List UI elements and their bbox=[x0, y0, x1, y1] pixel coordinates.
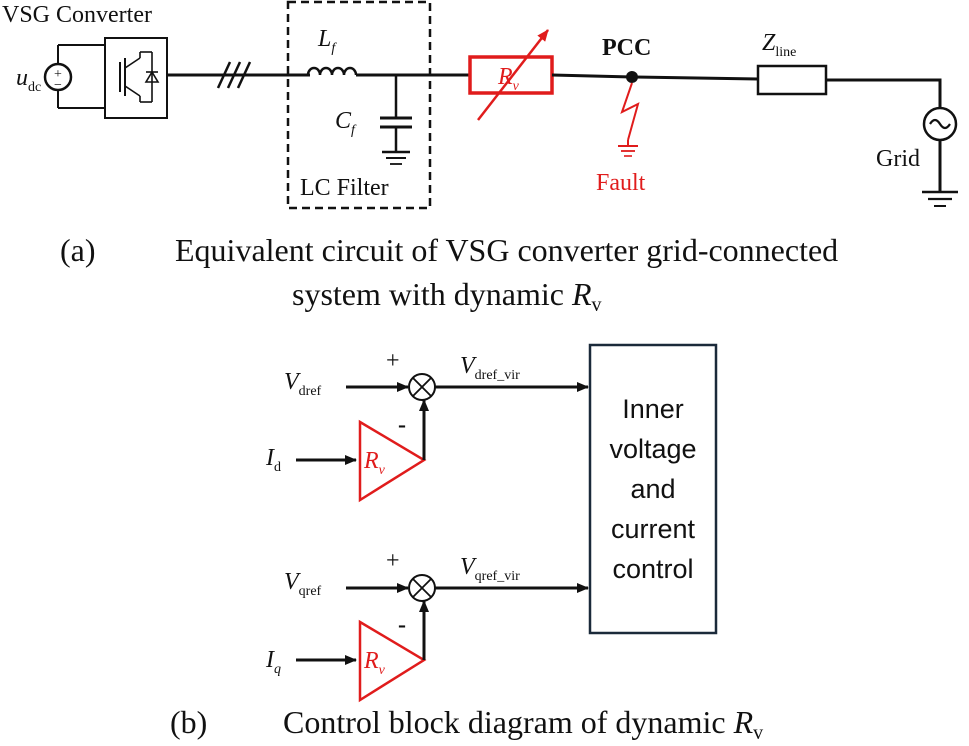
three-phase-marker bbox=[216, 61, 252, 89]
variable-arrow-icon bbox=[477, 29, 549, 121]
vdref-vir-label: Vdref_vir bbox=[460, 353, 520, 383]
dc-source: + − bbox=[43, 44, 105, 109]
d-gain-rv-triangle bbox=[358, 419, 427, 503]
zline-impedance bbox=[756, 64, 828, 96]
inner-line-5: control bbox=[612, 554, 693, 584]
vqref-label: Vqref bbox=[284, 569, 322, 599]
inner-line-4: current bbox=[611, 514, 696, 544]
vqref-vir-label: Vqref_vir bbox=[460, 554, 520, 584]
variable-resistor-rv: Rv bbox=[468, 29, 554, 121]
caption-a: (a) Equivalent circuit of VSG converter … bbox=[60, 232, 838, 316]
inner-line-3: and bbox=[630, 474, 675, 504]
zline-label: Zline bbox=[762, 30, 796, 60]
d-minus-sign: - bbox=[398, 412, 406, 438]
q-axis-path: Vqref + Vqref_vir - Iq Rv bbox=[265, 548, 589, 703]
caption-b-tag: (b) bbox=[170, 704, 207, 740]
iq-label: Iq bbox=[265, 647, 281, 677]
q-gain-rv-triangle bbox=[358, 619, 427, 703]
d-axis-path: Vdref + Vdref_vir - Id Rv bbox=[265, 348, 589, 503]
inner-control-text: Inner voltage and current control bbox=[609, 394, 696, 584]
bus-wire-5 bbox=[826, 78, 942, 108]
fault-symbol bbox=[618, 82, 640, 157]
ground-icon bbox=[922, 190, 958, 207]
d-plus-sign: + bbox=[386, 348, 400, 374]
fault-label: Fault bbox=[596, 170, 646, 196]
q-minus-sign: - bbox=[398, 612, 406, 638]
svg-text:−: − bbox=[54, 78, 62, 93]
q-gain-rv-label: Rv bbox=[363, 648, 386, 678]
pcc-label: PCC bbox=[602, 35, 651, 61]
inner-line-1: Inner bbox=[622, 394, 684, 424]
q-plus-sign: + bbox=[386, 548, 400, 574]
converter-box bbox=[104, 37, 168, 119]
capacitor-icon bbox=[380, 75, 412, 165]
inner-control-box bbox=[588, 343, 718, 635]
inner-line-2: voltage bbox=[609, 434, 696, 464]
id-label: Id bbox=[265, 445, 281, 475]
lc-filter-label: LC Filter bbox=[300, 175, 389, 201]
cf-label: Cf bbox=[335, 108, 357, 138]
vdref-label: Vdref bbox=[284, 369, 322, 399]
bus-wire-4 bbox=[631, 75, 759, 81]
udc-label: udc bbox=[16, 65, 41, 95]
converter-title: VSG Converter bbox=[2, 2, 152, 28]
bus-wire-3 bbox=[551, 73, 633, 79]
inductor-icon bbox=[306, 66, 358, 76]
caption-a-line1: Equivalent circuit of VSG converter grid… bbox=[175, 232, 838, 268]
caption-b-text: Control block diagram of dynamic Rv bbox=[283, 704, 763, 744]
grid-label: Grid bbox=[876, 146, 920, 172]
d-gain-rv-label: Rv bbox=[363, 448, 386, 478]
caption-a-line2: system with dynamic Rv bbox=[292, 276, 602, 316]
caption-a-tag: (a) bbox=[60, 232, 96, 268]
svg-text:+: + bbox=[54, 67, 62, 82]
rv-label: Rv bbox=[497, 64, 520, 94]
lc-filter-box bbox=[286, 0, 432, 210]
control-block-diagram: Vdref + Vdref_vir - Id Rv bbox=[265, 343, 718, 703]
lf-label: Lf bbox=[317, 26, 337, 56]
circuit-diagram: VSG Converter + − udc bbox=[2, 0, 958, 210]
caption-b: (b) Control block diagram of dynamic Rv bbox=[170, 704, 763, 744]
